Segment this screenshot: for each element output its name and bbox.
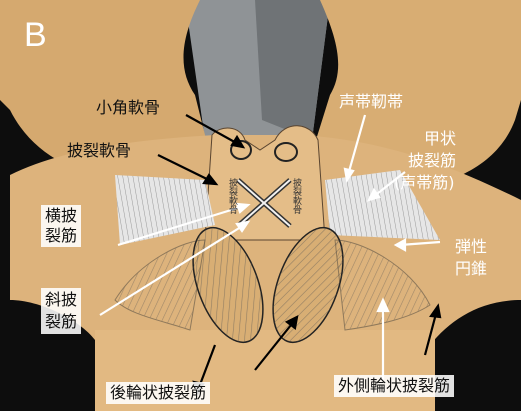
panel-letter: B (24, 16, 47, 54)
label-conus-line2: 円錐 (455, 258, 487, 280)
label-vocal-ligament: 声帯靭帯 (339, 92, 403, 112)
label-arytenoid-cartilage: 披裂軟骨 (67, 141, 131, 161)
label-lateral-cricoarytenoid: 外側輪状披裂筋 (334, 375, 454, 397)
label-corniculate-cartilage: 小角軟骨 (96, 98, 160, 118)
label-transverse-line1: 横披 (45, 206, 77, 226)
label-conus-line1: 弾性 (455, 236, 487, 258)
label-oblique-line1: 斜披 (45, 289, 77, 311)
left-cartilage-print: 披裂軟骨 (227, 177, 238, 214)
label-conus-elasticus: 弾性 円錐 (455, 236, 487, 280)
right-cartilage-print: 披裂軟骨 (291, 177, 302, 214)
label-thyroarytenoid-line2: 披裂筋 (408, 150, 456, 172)
label-transverse-arytenoid: 横披 裂筋 (41, 205, 81, 247)
label-thyroarytenoid-line1: 甲状 (408, 128, 456, 150)
label-oblique-line2: 裂筋 (45, 311, 77, 333)
label-posterior-cricoarytenoid: 後輪状披裂筋 (106, 382, 210, 404)
label-thyroarytenoid: 甲状 披裂筋 (声帯筋) (408, 128, 456, 194)
label-oblique-arytenoid: 斜披 裂筋 (41, 288, 81, 334)
label-transverse-line2: 裂筋 (45, 226, 77, 246)
label-thyroarytenoid-line3: (声帯筋) (394, 172, 456, 194)
